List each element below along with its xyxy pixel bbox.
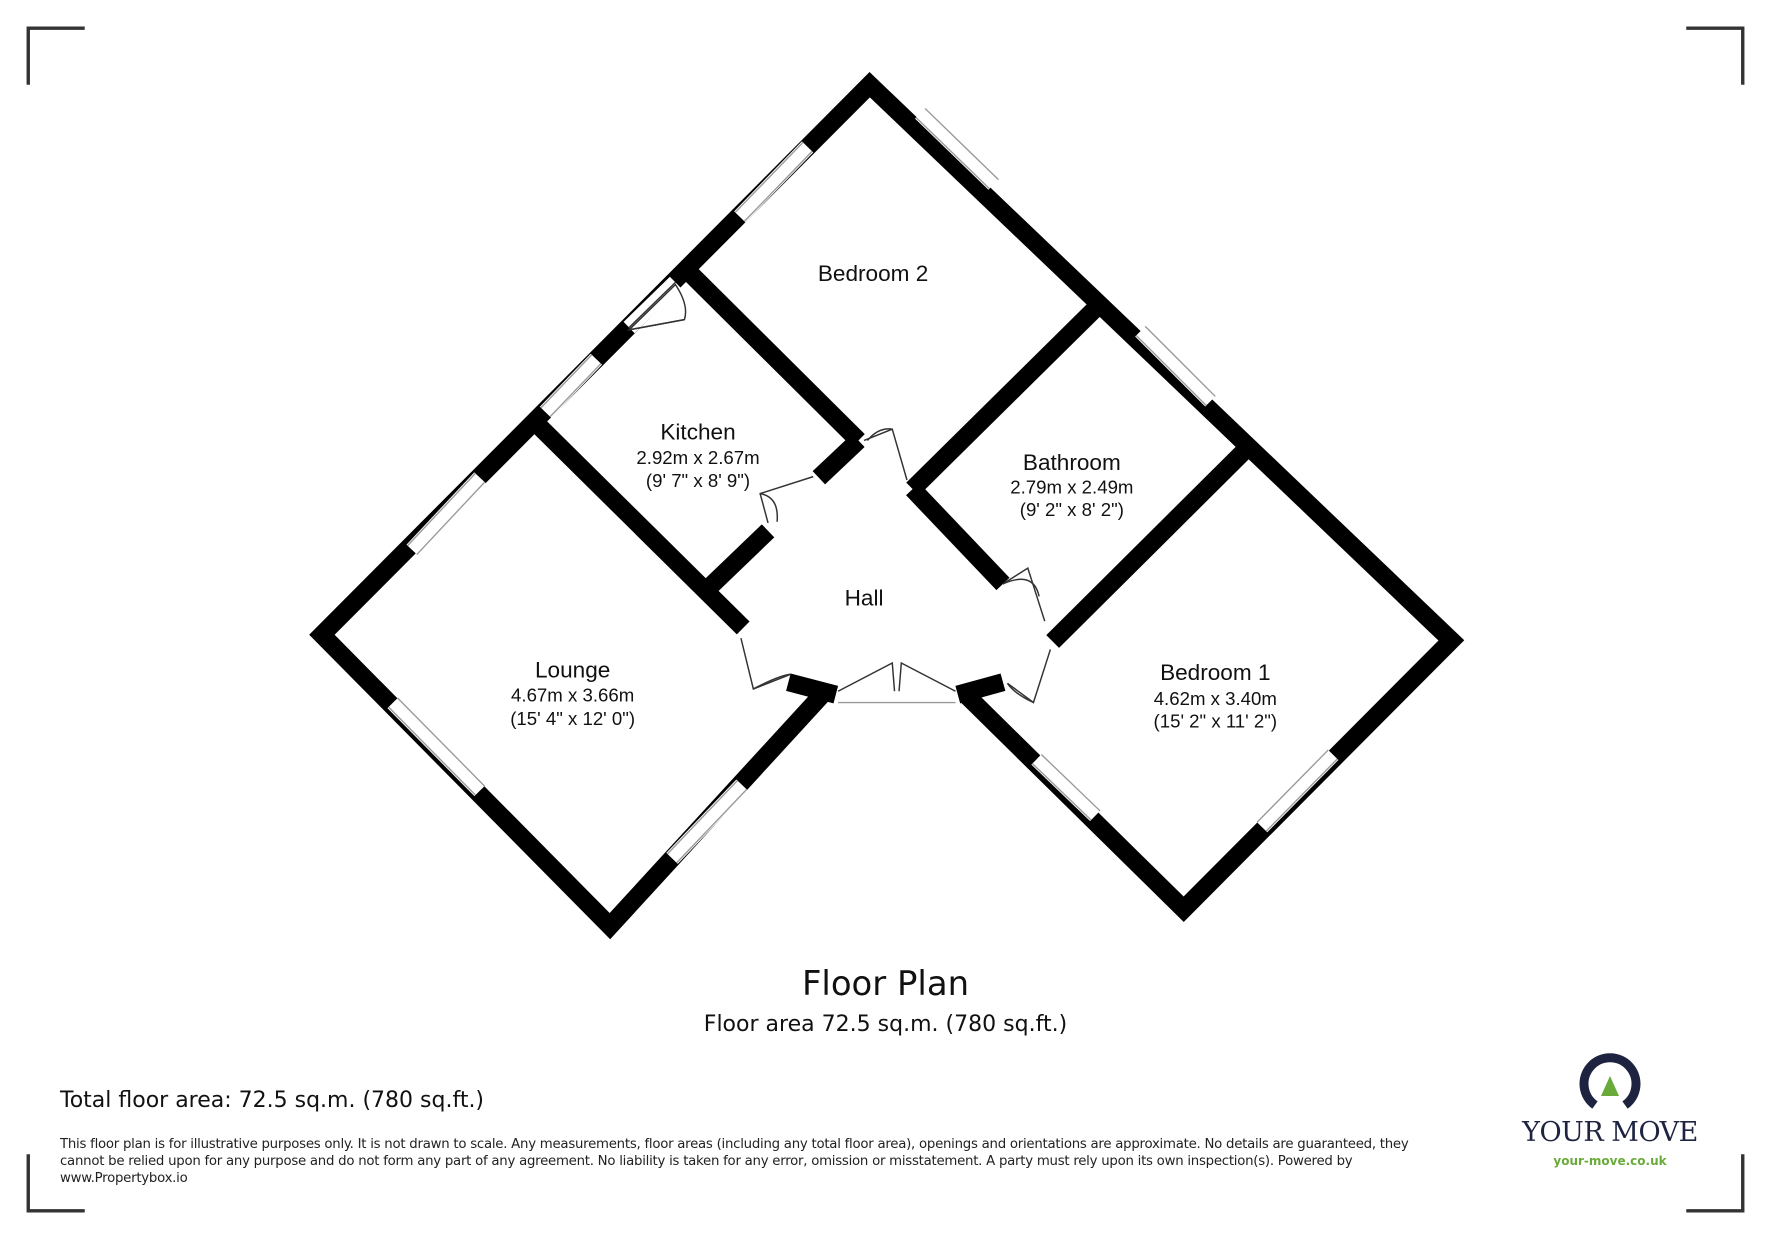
kitchen-imperial: (9' 7" x 8' 9") xyxy=(646,470,750,491)
disclaimer: This floor plan is for illustrative purp… xyxy=(60,1137,1409,1186)
logo-url: your-move.co.uk xyxy=(1553,1154,1667,1168)
bathroom-imperial: (9' 2" x 8' 2") xyxy=(1020,499,1124,520)
bedroom1-imperial: (15' 2" x 11' 2") xyxy=(1154,710,1278,731)
doors xyxy=(626,281,1052,704)
corner-marks xyxy=(26,26,1745,1213)
logo-mark-icon xyxy=(1579,1053,1641,1109)
bedroom1-metric: 4.62m x 3.40m xyxy=(1154,688,1277,709)
walls xyxy=(309,72,1465,940)
plan-floor-area: Floor area 72.5 sq.m. (780 sq.ft.) xyxy=(704,1012,1067,1037)
bedroom2-label: Bedroom 2 xyxy=(818,261,928,286)
kitchen-metric: 2.92m x 2.67m xyxy=(636,447,759,468)
lounge-label: Lounge xyxy=(535,658,610,683)
hall-label: Hall xyxy=(845,585,884,610)
bathroom-label: Bathroom xyxy=(1023,450,1121,475)
bathroom-metric: 2.79m x 2.49m xyxy=(1010,477,1133,498)
logo-name: YOUR MOVE xyxy=(1522,1117,1698,1148)
your-move-logo: YOUR MOVE your-move.co.uk xyxy=(1500,1050,1720,1168)
lounge-metric: 4.67m x 3.66m xyxy=(511,684,634,705)
kitchen-label: Kitchen xyxy=(660,419,735,444)
windows xyxy=(387,107,1339,864)
total-floor-area: Total floor area: 72.5 sq.m. (780 sq.ft.… xyxy=(60,1088,485,1113)
bedroom1-label: Bedroom 1 xyxy=(1160,660,1270,685)
lounge-imperial: (15' 4" x 12' 0") xyxy=(510,708,635,729)
plan-title: Floor Plan xyxy=(802,964,969,1003)
